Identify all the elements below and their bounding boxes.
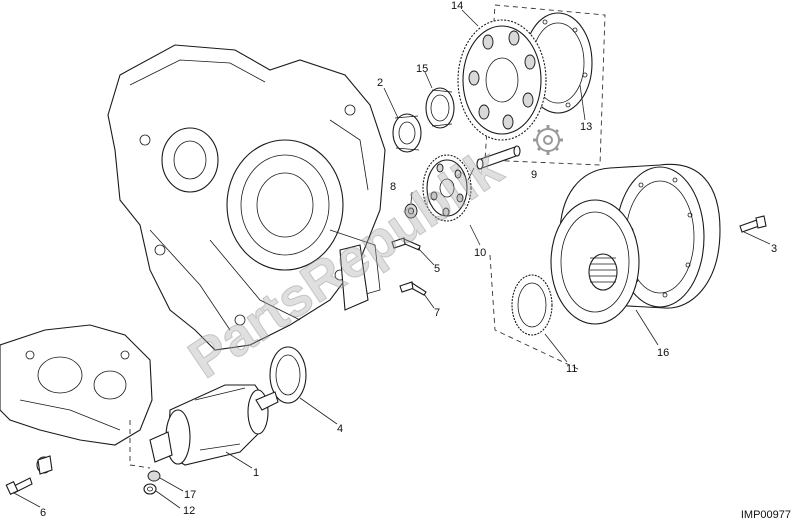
callout-4: 4 <box>337 423 343 435</box>
callout-8: 8 <box>390 181 396 193</box>
part-10-intermediate-gear <box>422 154 472 222</box>
part-9-shaft <box>476 145 521 170</box>
callout-15: 15 <box>416 63 428 75</box>
callout-2: 2 <box>377 77 383 89</box>
part-14-starter-gear <box>457 19 547 141</box>
callout-1: 1 <box>253 467 259 479</box>
part-7-screw <box>399 281 427 296</box>
assembly-frame-starter <box>129 420 151 469</box>
callout-13: 13 <box>580 121 592 133</box>
part-2-bush <box>392 113 422 153</box>
part-12-nut <box>143 483 157 495</box>
callout-17: 17 <box>184 489 196 501</box>
callout-labels: 1 2 3 4 5 6 7 8 9 10 11 12 13 14 15 16 1… <box>40 0 777 519</box>
callout-3: 3 <box>771 243 777 255</box>
lower-crankcase-section <box>0 324 153 446</box>
callout-5: 5 <box>434 263 440 275</box>
part-1-starter-motor <box>149 384 279 466</box>
callout-14: 14 <box>451 0 463 12</box>
assembly-frame-lower <box>489 254 581 371</box>
crankcase-housing <box>107 44 386 351</box>
leader-lines <box>13 9 771 509</box>
part-17-washer <box>147 470 161 482</box>
part-3-screw <box>739 215 767 233</box>
part-6-screw <box>5 477 33 495</box>
part-8-washer <box>404 203 418 219</box>
gear-icon <box>533 125 563 155</box>
callout-6: 6 <box>40 507 46 519</box>
callout-16: 16 <box>657 347 669 359</box>
part-6-spacer <box>36 455 53 475</box>
callout-9: 9 <box>531 169 537 181</box>
callout-12: 12 <box>183 505 195 517</box>
part-16-clutch-hub <box>550 199 640 325</box>
reference-code: IMP00977 <box>740 509 791 521</box>
part-15-bush <box>425 87 455 129</box>
callout-11: 11 <box>566 363 577 375</box>
part-5-screw <box>391 237 421 251</box>
callout-10: 10 <box>474 247 486 259</box>
part-4-gasket <box>269 346 307 404</box>
callout-7: 7 <box>434 307 440 319</box>
part-11-sprag-bearing <box>511 274 553 336</box>
